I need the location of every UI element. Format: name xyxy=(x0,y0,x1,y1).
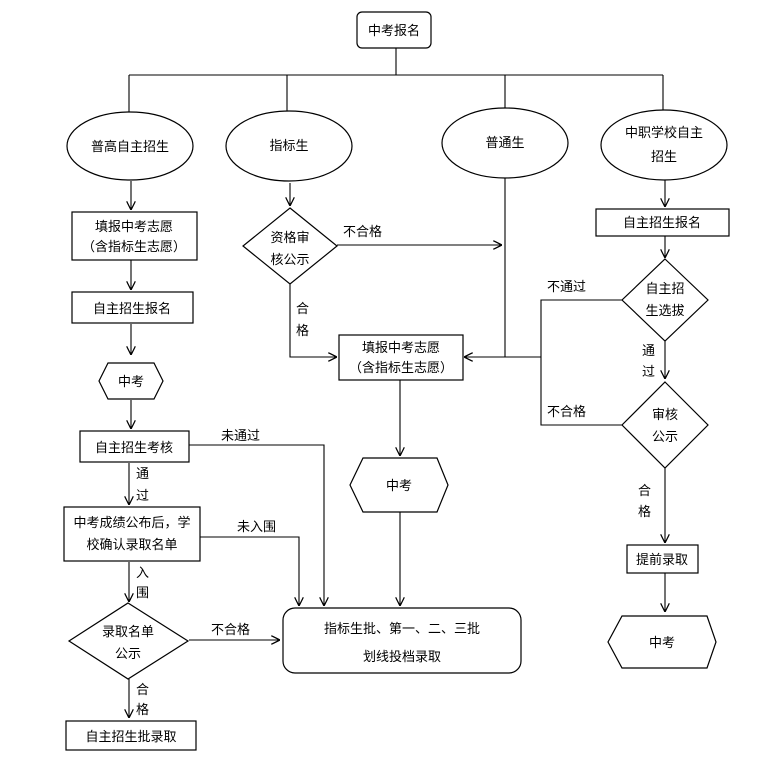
label-weiruwei: 未入围 xyxy=(237,520,276,535)
label-hege-right-1: 合 xyxy=(638,484,651,499)
edge-zige-hege xyxy=(289,284,337,357)
zizhu-baoming-left-node: 自主招生报名 xyxy=(71,291,194,324)
edge-weiruwei xyxy=(200,536,299,606)
batch-line2: 划线投档录取 xyxy=(363,649,441,665)
label-buhege-left: 不合格 xyxy=(211,622,250,638)
edge-labels: 通 过 未通过 未入围 入 围 不合格 合 格 不合格 合 格 不通过 通 过 … xyxy=(136,224,655,718)
list-notice-line2: 公示 xyxy=(115,647,141,662)
zhongkao-left-label: 中考 xyxy=(118,375,144,390)
putong-node: 普通生 xyxy=(441,107,569,179)
label-tongguo-right-1: 通 xyxy=(642,344,655,359)
label-buhege-right: 不合格 xyxy=(547,404,586,420)
tiqian-label: 提前录取 xyxy=(636,552,688,568)
shenhe-line1: 审核 xyxy=(652,408,678,423)
zizhu-kaohe-label: 自主招生考核 xyxy=(95,441,173,456)
zhongkao-right-label: 中考 xyxy=(649,636,675,651)
label-hege-zige-2: 格 xyxy=(296,323,309,339)
shenhe-line2: 公示 xyxy=(652,430,678,445)
zhongzhi-label-line1: 中职学校自主 xyxy=(625,125,703,141)
edges xyxy=(129,48,665,718)
label-buhege-zige: 不合格 xyxy=(343,224,382,240)
select-line2: 生选拔 xyxy=(645,304,684,319)
fill-center-line1: 填报中考志愿 xyxy=(362,341,440,356)
zhongzhi-label-line2: 招生 xyxy=(651,150,677,165)
start-label: 中考报名 xyxy=(368,23,420,39)
label-tongguo-right-2: 过 xyxy=(642,365,655,380)
putong-zizhu-label: 普高自主招生 xyxy=(91,139,169,155)
fill-center-node: 填报中考志愿 （含指标生志愿） xyxy=(338,334,464,381)
batch-line1: 指标生批、第一、二、三批 xyxy=(324,622,480,637)
zige-node: 资格审 核公示 xyxy=(242,207,338,285)
batch-node: 指标生批、第一、二、三批 划线投档录取 xyxy=(282,607,522,674)
edge-putong-down xyxy=(464,178,506,357)
confirm-line2: 校确认录取名单 xyxy=(86,537,177,553)
label-hege-left-2: 格 xyxy=(136,702,149,718)
zizhu-baoming-left-label: 自主招生报名 xyxy=(93,301,171,317)
label-tongguo-1: 通 xyxy=(136,467,149,482)
zizhu-kaohe-node: 自主招生考核 xyxy=(79,430,190,463)
select-node: 自主招 生选拔 xyxy=(621,258,709,342)
putong-label: 普通生 xyxy=(485,136,524,151)
zhongkao-left-node: 中考 xyxy=(98,362,164,400)
zige-line1: 资格审 xyxy=(270,230,309,246)
confirm-line1: 中考成绩公布后，学 xyxy=(73,515,190,531)
select-line1: 自主招 xyxy=(645,282,684,297)
edge-butongguo-line xyxy=(540,299,622,426)
zizhu-luqu-label: 自主招生批录取 xyxy=(85,730,176,745)
zizhu-baoming-right-label: 自主招生报名 xyxy=(623,215,701,231)
list-notice-node: 录取名单 公示 xyxy=(67,602,190,680)
label-hege-zige-1: 合 xyxy=(296,302,309,317)
fill-center-line2: （含指标生志愿） xyxy=(349,360,453,376)
label-hege-right-2: 格 xyxy=(638,504,651,520)
zhongkao-right-node: 中考 xyxy=(607,615,717,669)
tiqian-node: 提前录取 xyxy=(626,544,699,574)
edge-weitongguo xyxy=(189,444,324,606)
zizhu-luqu-node: 自主招生批录取 xyxy=(65,720,197,751)
zhibiao-node: 指标生 xyxy=(225,110,353,182)
label-tongguo-2: 过 xyxy=(136,489,149,504)
fill-left-line1: 填报中考志愿 xyxy=(95,220,173,235)
zhongkao-center-node: 中考 xyxy=(349,457,449,513)
putong-zizhu-node: 普高自主招生 xyxy=(66,111,194,181)
zhibiao-label: 指标生 xyxy=(269,139,308,154)
shenhe-node: 审核 公示 xyxy=(621,381,709,469)
label-hege-left-1: 合 xyxy=(136,683,149,698)
confirm-node: 中考成绩公布后，学 校确认录取名单 xyxy=(63,506,201,562)
label-ruwei-2: 围 xyxy=(136,586,149,601)
label-weitongguo: 未通过 xyxy=(221,429,260,444)
fill-left-node: 填报中考志愿 （含指标生志愿） xyxy=(71,211,198,261)
start-node: 中考报名 xyxy=(356,11,432,49)
fill-left-line2: （含指标生志愿） xyxy=(82,239,186,255)
label-ruwei-1: 入 xyxy=(136,566,149,581)
list-notice-line1: 录取名单 xyxy=(102,624,154,640)
zizhu-baoming-right-node: 自主招生报名 xyxy=(595,208,730,237)
zhongkao-center-label: 中考 xyxy=(386,479,412,494)
zige-line2: 核公示 xyxy=(270,253,309,268)
label-butongguo-right: 不通过 xyxy=(547,280,586,295)
zhongzhi-node: 中职学校自主 招生 xyxy=(600,109,728,181)
